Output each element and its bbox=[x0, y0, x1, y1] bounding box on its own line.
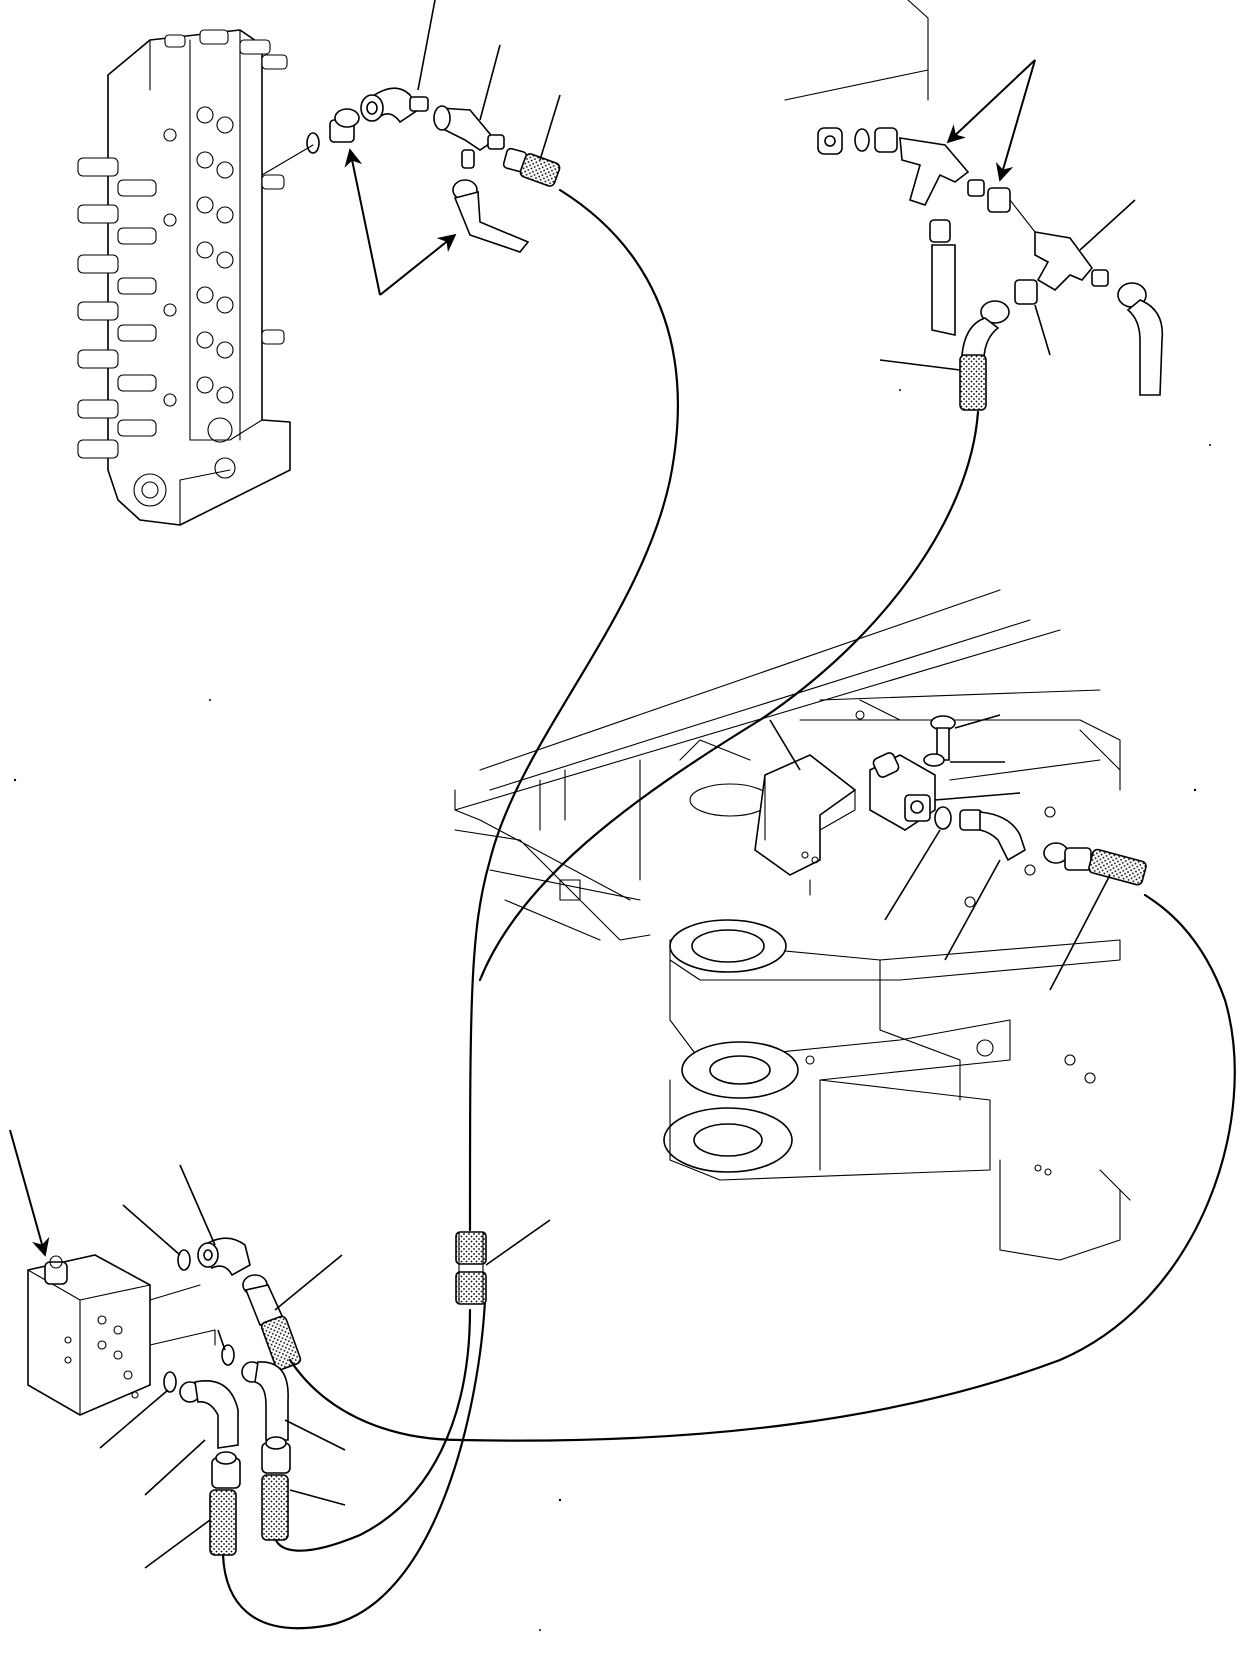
elbow-fitting bbox=[961, 300, 1010, 359]
leader-lines bbox=[99, 0, 1136, 1569]
right-fitting-assembly bbox=[817, 127, 1164, 411]
control-valve bbox=[77, 29, 291, 526]
tee-fitting bbox=[1009, 199, 1109, 292]
adapter bbox=[329, 108, 360, 143]
hose-lines bbox=[221, 188, 1236, 1630]
o-ring bbox=[934, 806, 952, 830]
top-fitting-assembly bbox=[261, 87, 561, 253]
hose-end bbox=[502, 147, 561, 187]
elbow-fitting bbox=[452, 179, 530, 253]
hose-end bbox=[209, 1451, 241, 1556]
frame-outline-top-right bbox=[784, 0, 929, 101]
elbow-fitting bbox=[360, 87, 429, 124]
adapter bbox=[1014, 279, 1038, 305]
assembly-arrows bbox=[9, 59, 1036, 1257]
hose-end bbox=[1043, 842, 1147, 886]
tee-fitting bbox=[899, 137, 985, 206]
boom-bracket bbox=[663, 919, 1131, 1261]
bracket bbox=[754, 754, 857, 896]
elbow-fitting bbox=[179, 1380, 239, 1449]
valve-block bbox=[27, 1254, 216, 1416]
elbow-fitting bbox=[197, 1237, 251, 1277]
scan-specks bbox=[13, 389, 1211, 1631]
o-ring bbox=[854, 128, 870, 152]
hose-down-left bbox=[929, 219, 956, 336]
o-ring bbox=[306, 132, 320, 154]
hose-end bbox=[261, 1436, 291, 1541]
valve-ports bbox=[77, 29, 288, 507]
o-ring bbox=[177, 1249, 191, 1271]
o-ring bbox=[163, 1371, 177, 1393]
hose-protector bbox=[455, 1231, 487, 1305]
bolt bbox=[930, 715, 956, 761]
hose-end bbox=[242, 1274, 302, 1371]
washer bbox=[923, 753, 945, 767]
elbow-fitting bbox=[1117, 282, 1164, 396]
elbow-fitting bbox=[241, 1361, 289, 1441]
elbow-fitting bbox=[959, 809, 1026, 862]
solenoid-valve bbox=[869, 752, 936, 831]
tee-fitting bbox=[433, 105, 505, 169]
o-ring bbox=[221, 1344, 235, 1366]
